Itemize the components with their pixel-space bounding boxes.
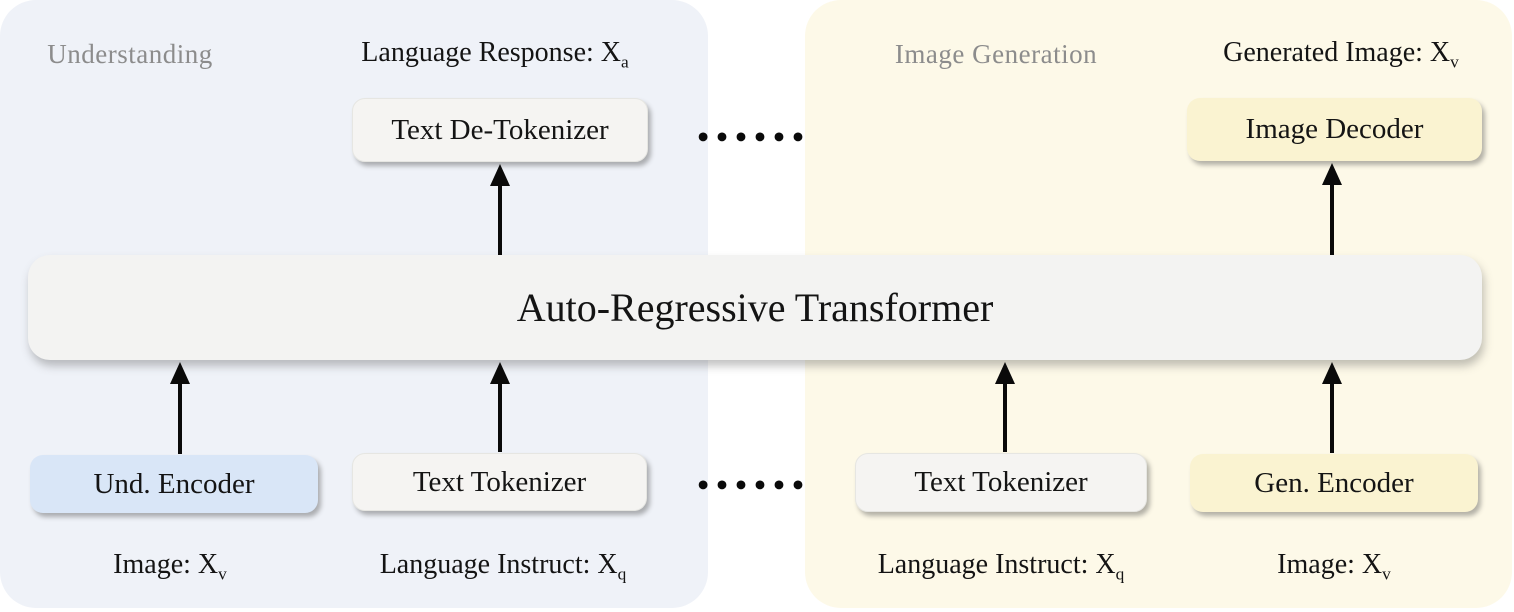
generated-image-subscript: v (1450, 52, 1459, 72)
arrow-up-from-text-tokenizer-right (995, 362, 1015, 452)
image-left-text: Image: X (113, 549, 219, 580)
arrowhead-icon (170, 362, 190, 384)
understanding-panel-title: Understanding (47, 39, 213, 69)
instruct-left-subscript: q (617, 564, 627, 584)
arrowhead-icon (490, 164, 510, 186)
arrow-up-from-gen-encoder (1322, 362, 1342, 453)
arrow-up-from-und-encoder (170, 362, 190, 454)
gen-encoder-box: Gen. Encoder (1190, 454, 1478, 512)
arrow-shaft (1003, 383, 1007, 452)
text-tokenizer-left-box: Text Tokenizer (352, 453, 647, 511)
ellipsis-bottom: •••••• (695, 470, 809, 500)
instruct-right-subscript: q (1115, 564, 1125, 584)
auto-regressive-transformer-bar: Auto-Regressive Transformer (28, 255, 1482, 360)
arrow-up-to-image-decoder (1322, 163, 1342, 255)
arrow-shaft (498, 185, 502, 255)
arrowhead-icon (1322, 163, 1342, 185)
image-decoder-box: Image Decoder (1187, 98, 1482, 161)
arrow-up-from-text-tokenizer-left (490, 362, 510, 452)
instruct-right-text: Language Instruct: X (877, 549, 1116, 580)
text-tokenizer-right-box: Text Tokenizer (855, 453, 1147, 512)
language-instruct-label-left: Language Instruct: Xq (328, 548, 678, 584)
language-response-label: Language Response: Xa (320, 36, 670, 72)
language-response-text: Language Response: X (361, 37, 621, 68)
arrow-up-to-text-de-tokenizer (490, 164, 510, 255)
image-input-label-left: Image: Xv (45, 548, 295, 584)
image-right-subscript: v (1382, 564, 1391, 584)
image-generation-panel-title: Image Generation (894, 39, 1098, 69)
arrow-shaft (1330, 184, 1334, 255)
arrowhead-icon (490, 362, 510, 384)
ellipsis-top: •••••• (695, 122, 809, 152)
image-left-subscript: v (218, 564, 227, 584)
language-response-subscript: a (621, 52, 629, 72)
arrow-shaft (1330, 383, 1334, 453)
image-right-text: Image: X (1277, 549, 1383, 580)
generated-image-text: Generated Image: X (1223, 37, 1451, 68)
arrow-shaft (178, 383, 182, 454)
arrow-shaft (498, 383, 502, 452)
text-de-tokenizer-box: Text De-Tokenizer (352, 98, 648, 162)
und-encoder-box: Und. Encoder (30, 455, 318, 513)
instruct-left-text: Language Instruct: X (379, 549, 618, 580)
language-instruct-label-right: Language Instruct: Xq (826, 548, 1176, 584)
image-input-label-right: Image: Xv (1209, 548, 1459, 584)
arrowhead-icon (995, 362, 1015, 384)
arrowhead-icon (1322, 362, 1342, 384)
generated-image-label: Generated Image: Xv (1166, 36, 1514, 72)
